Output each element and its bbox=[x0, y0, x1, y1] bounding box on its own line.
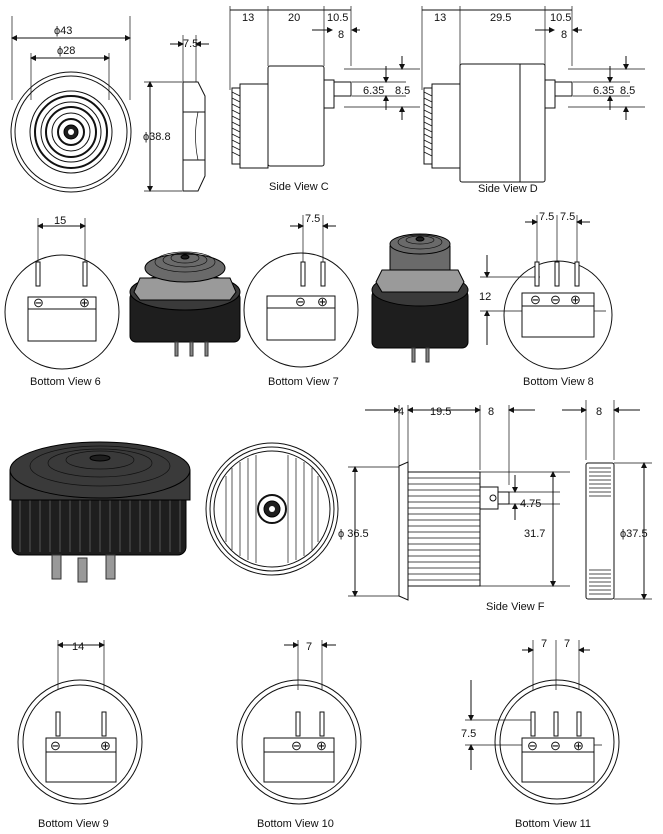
bv7-caption: Bottom View 7 bbox=[268, 376, 339, 388]
side-d-caption: Side View D bbox=[478, 183, 538, 195]
side-f-dim-195: 19.5 bbox=[430, 406, 451, 418]
side-c-dim-20: 20 bbox=[288, 12, 300, 24]
bv10-dim: 7 bbox=[306, 641, 312, 653]
bv10-minus-icon: ⊖ bbox=[291, 738, 302, 753]
bv9-dim: 14 bbox=[72, 641, 84, 653]
bv8-dim-b: 7.5 bbox=[560, 211, 575, 223]
bv8-minus-icon-1: ⊖ bbox=[530, 292, 541, 307]
side-f-left-dia: ϕ 36.5 bbox=[338, 528, 369, 540]
buzzer-photo-1 bbox=[129, 251, 241, 357]
bv11-minus-icon-1: ⊖ bbox=[527, 738, 538, 753]
bottom-view-9: 14 ⊖ ⊕ Bottom View 9 bbox=[17, 640, 143, 830]
side-c-pin-635: 6.35 bbox=[363, 85, 384, 97]
bv11-dim-a: 7 bbox=[541, 638, 547, 650]
side-d-dim-13: 13 bbox=[434, 12, 446, 24]
bv7-dim: 7.5 bbox=[305, 213, 320, 225]
bv9-plus-icon: ⊕ bbox=[100, 738, 111, 753]
side-d-dim-295: 29.5 bbox=[490, 12, 511, 24]
side-c-caption: Side View C bbox=[269, 181, 329, 193]
bv10-caption: Bottom View 10 bbox=[257, 818, 334, 830]
front-inner-dia: ϕ28 bbox=[57, 45, 75, 57]
bottom-view-8: 7.5 7.5 12 ⊖ ⊖ ⊕ Bottom View 8 bbox=[479, 211, 613, 388]
side-c-dim-105: 10.5 bbox=[327, 12, 348, 24]
bv6-minus-icon: ⊖ bbox=[33, 295, 44, 310]
bv8-height: 12 bbox=[479, 291, 491, 303]
bv7-minus-icon: ⊖ bbox=[295, 294, 306, 309]
side-d-pin-85: 8.5 bbox=[620, 85, 635, 97]
side-f-pin: 4.75 bbox=[520, 498, 541, 510]
edge2-thickness: 8 bbox=[596, 406, 602, 418]
front-view-2 bbox=[205, 442, 339, 576]
bv8-minus-icon-2: ⊖ bbox=[550, 292, 561, 307]
side-view-c: 13 20 10.5 8 6.35 8.5 Side View C bbox=[229, 6, 420, 193]
bv8-dim-a: 7.5 bbox=[539, 211, 554, 223]
side-c-dim-13: 13 bbox=[242, 12, 254, 24]
side-f-height: 31.7 bbox=[524, 528, 545, 540]
buzzer-photo-2 bbox=[371, 233, 469, 363]
bv11-caption: Bottom View 11 bbox=[515, 818, 591, 830]
side-f-caption: Side View F bbox=[486, 601, 545, 613]
bv10-plus-icon: ⊕ bbox=[316, 738, 327, 753]
bv6-plus-icon: ⊕ bbox=[79, 295, 90, 310]
bv6-caption: Bottom View 6 bbox=[30, 376, 101, 388]
edge-view: 7.5 ϕ38.8 bbox=[143, 35, 209, 192]
bottom-view-6: 15 ⊖ ⊕ Bottom View 6 bbox=[4, 215, 120, 388]
bv7-plus-icon: ⊕ bbox=[317, 294, 328, 309]
bv9-minus-icon: ⊖ bbox=[50, 738, 61, 753]
edge-view-2: 8 ϕ37.5 bbox=[562, 400, 652, 600]
bv8-plus-icon: ⊕ bbox=[570, 292, 581, 307]
side-view-d: 13 29.5 10.5 8 6.35 8.5 Side View D bbox=[421, 6, 645, 195]
side-c-dim-8: 8 bbox=[338, 29, 344, 41]
buzzer-photo-3 bbox=[9, 441, 191, 583]
bv8-caption: Bottom View 8 bbox=[523, 376, 594, 388]
edge-dia: ϕ38.8 bbox=[143, 131, 171, 143]
side-d-dim-105: 10.5 bbox=[550, 12, 571, 24]
bv9-caption: Bottom View 9 bbox=[38, 818, 109, 830]
side-f-dim-8: 8 bbox=[488, 406, 494, 418]
edge2-dia: ϕ37.5 bbox=[620, 528, 648, 540]
side-d-dim-8: 8 bbox=[561, 29, 567, 41]
bv11-plus-icon: ⊕ bbox=[573, 738, 584, 753]
bv11-minus-icon-2: ⊖ bbox=[550, 738, 561, 753]
bottom-view-10: 7 ⊖ ⊕ Bottom View 10 bbox=[236, 640, 362, 830]
side-c-pin-85: 8.5 bbox=[395, 85, 410, 97]
bv11-dim-b: 7 bbox=[564, 638, 570, 650]
side-f-dim-4: 4 bbox=[398, 406, 404, 418]
side-d-pin-635: 6.35 bbox=[593, 85, 614, 97]
edge-thickness: 7.5 bbox=[183, 38, 198, 50]
bottom-view-7: 7.5 ⊖ ⊕ Bottom View 7 bbox=[243, 213, 359, 388]
bottom-view-11: 7 7 7.5 ⊖ ⊖ ⊕ Bottom View 11 bbox=[461, 638, 620, 830]
bv6-dim: 15 bbox=[54, 215, 66, 227]
side-view-f: 4 19.5 8 ϕ 36.5 bbox=[338, 405, 570, 613]
front-outer-dia: ϕ43 bbox=[54, 25, 72, 37]
bv11-height: 7.5 bbox=[461, 728, 476, 740]
front-view: ϕ43 ϕ28 bbox=[10, 16, 132, 193]
